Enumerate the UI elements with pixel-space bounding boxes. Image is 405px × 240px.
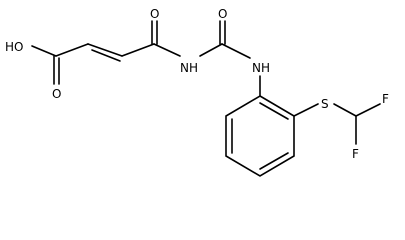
ring-double-2: [259, 152, 289, 170]
atom-hydroxyl: HO: [5, 40, 23, 54]
bond-ring-s: [293, 103, 319, 117]
bond-s-chf2: [333, 103, 357, 117]
atom-urea-carbonyl-o: O: [218, 7, 227, 21]
bond-nh-urea-c: [199, 43, 223, 57]
atom-imide-nh: NH: [180, 61, 198, 75]
bond-urea-c-nh: [221, 43, 251, 59]
atom-fluorine-bottom: F: [352, 147, 359, 161]
atom-label-layer: HO O O NH O NH S F F: [5, 7, 389, 161]
atom-thioether-s: S: [321, 97, 329, 111]
atom-acid-carbonyl-o: O: [52, 87, 61, 101]
atom-amide-carbonyl-o: O: [150, 7, 159, 21]
structure-diagram: HO O O NH O NH S F F: [5, 7, 389, 177]
bond-amide-c-nh: [153, 43, 181, 57]
bond-c-oh: [31, 45, 57, 57]
bond-acid-c-alkene: [55, 43, 89, 57]
bond-alkene-main: [87, 43, 123, 57]
bond-c-f-top: [355, 103, 381, 117]
atom-fluorine-top: F: [382, 92, 389, 106]
bond-alkene-amide-c: [121, 43, 155, 57]
atom-aryl-nh: NH: [252, 61, 270, 75]
ring-double-1: [259, 102, 289, 120]
bond-layer: [31, 20, 381, 177]
bond-alkene-inner: [91, 49, 121, 62]
benzene-ring: [225, 95, 295, 177]
